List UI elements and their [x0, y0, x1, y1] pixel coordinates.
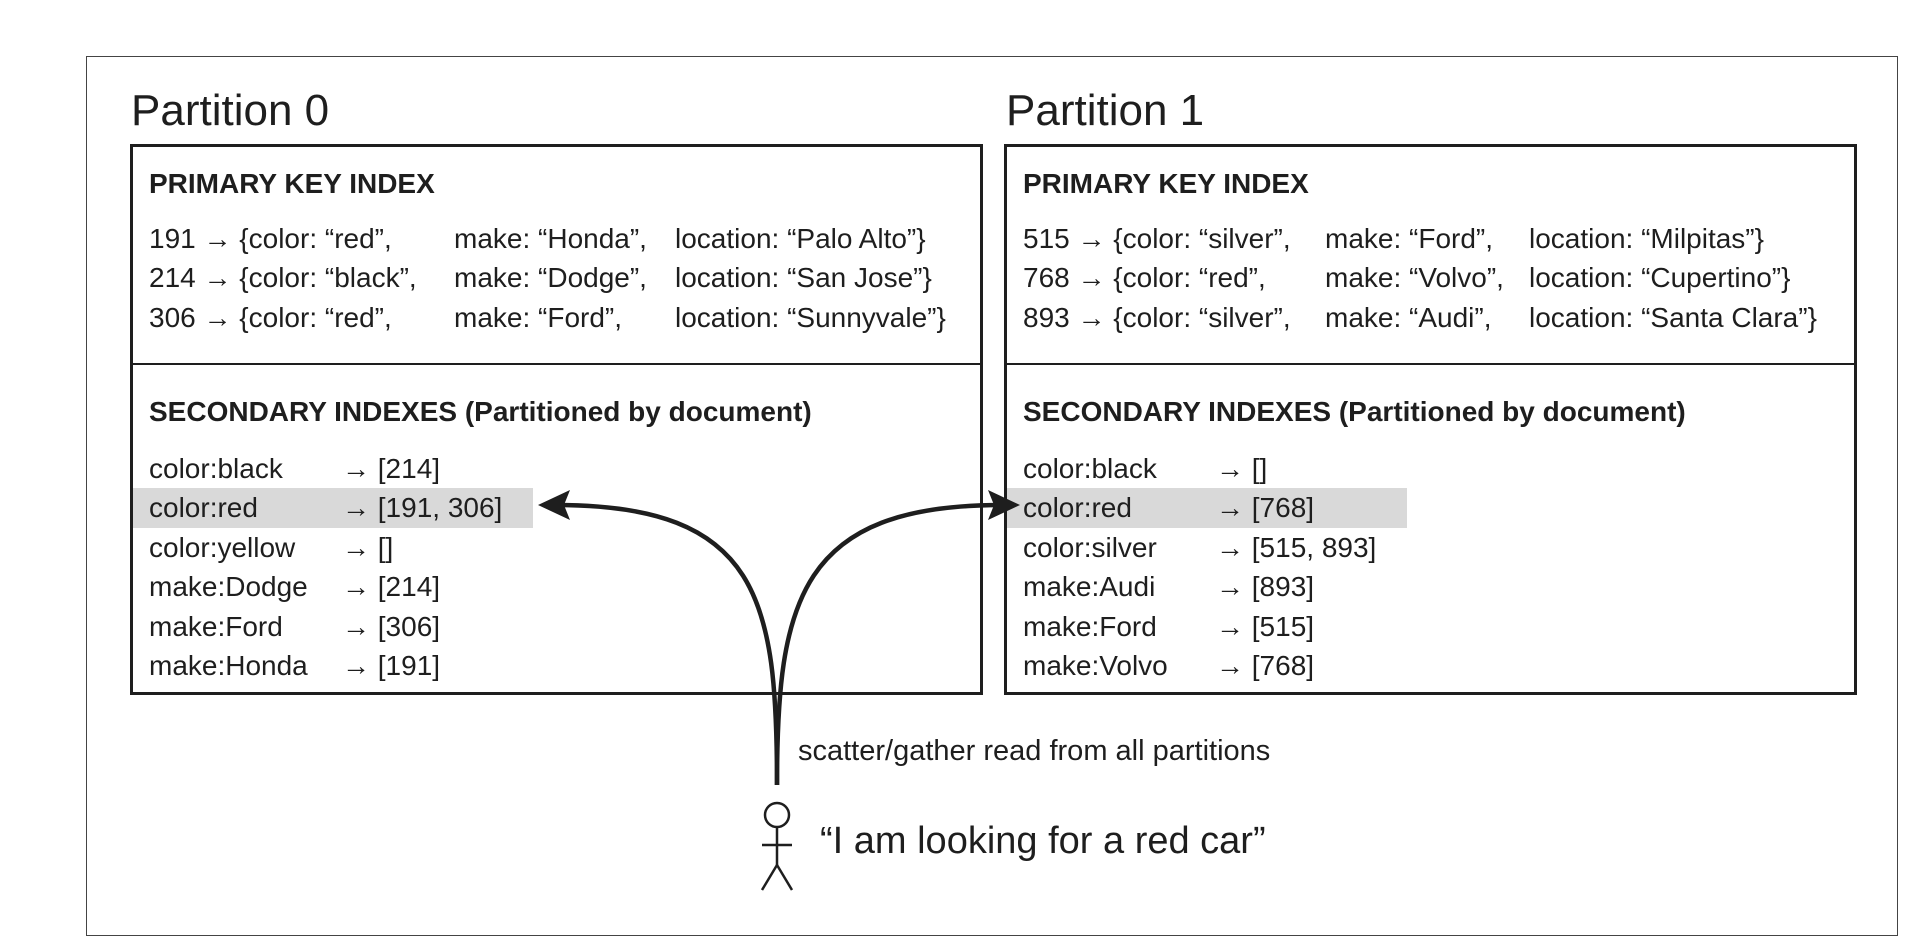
secondary-index-row: color:silver → [515, 893] [1007, 528, 1854, 567]
index-document-ids: → [515, 893] [1216, 531, 1377, 563]
index-document-ids: → [893] [1216, 571, 1315, 603]
primary-key-entry: 214 → {color: “black”, [149, 262, 417, 294]
secondary-index-list: color:black → [214] color:red → [191, 30… [133, 449, 980, 685]
primary-key-entry: 893 → {color: “silver”, [1023, 301, 1291, 333]
partition-1-box: PRIMARY KEY INDEX 515 → {color: “silver”… [1004, 144, 1857, 695]
location-value: location: “San Jose”} [675, 262, 932, 294]
partition-0-box: PRIMARY KEY INDEX 191 → {color: “red”, m… [130, 144, 983, 695]
index-document-ids: → [768] [1216, 492, 1315, 524]
make-value: make: “Honda”, [454, 223, 647, 254]
index-document-ids: → [] [1216, 453, 1268, 484]
primary-key-entry: 306 → {color: “red”, [149, 301, 392, 333]
secondary-index-row: color:yellow → [] [133, 528, 980, 567]
secondary-index-row: make:Ford → [515] [1007, 607, 1854, 646]
secondary-index-row: make:Honda → [191] [133, 646, 980, 685]
make-value: make: “Volvo”, [1325, 262, 1504, 294]
index-term: make:Volvo [1023, 649, 1168, 681]
secondary-index-row: make:Dodge → [214] [133, 567, 980, 606]
secondary-index-row-highlighted: color:red → [191, 306] [133, 488, 980, 529]
secondary-indexes-heading: SECONDARY INDEXES (Partitioned by docume… [149, 396, 812, 427]
make-value: make: “Ford”, [1325, 223, 1494, 254]
secondary-index-row-highlighted: color:red → [768] [1007, 488, 1854, 529]
secondary-index-list: color:black → [] color:red → [768] color… [1007, 449, 1854, 685]
index-term: color:red [149, 492, 258, 524]
index-term: make:Ford [149, 610, 283, 642]
index-document-ids: → [191, 306] [342, 492, 503, 524]
index-term: make:Audi [1023, 571, 1156, 603]
index-term: color:black [1023, 453, 1157, 484]
secondary-index-row: color:black → [214] [133, 449, 980, 488]
make-value: make: “Dodge”, [454, 262, 647, 294]
index-term: make:Dodge [149, 571, 308, 603]
section-divider [1007, 363, 1854, 365]
primary-key-index-heading: PRIMARY KEY INDEX [1023, 168, 1309, 199]
make-value: make: “Audi”, [1325, 301, 1492, 333]
secondary-indexes-heading: SECONDARY INDEXES (Partitioned by docume… [1023, 396, 1686, 427]
index-document-ids: → [214] [342, 453, 441, 484]
primary-key-entry: 768 → {color: “red”, [1023, 262, 1266, 294]
primary-key-index-heading: PRIMARY KEY INDEX [149, 168, 435, 199]
location-value: location: “Milpitas”} [1529, 223, 1764, 254]
index-document-ids: → [214] [342, 571, 441, 603]
index-document-ids: → [] [342, 531, 394, 563]
secondary-index-row: color:black → [] [1007, 449, 1854, 488]
secondary-index-row: make:Ford → [306] [133, 607, 980, 646]
primary-key-entry: 515 → {color: “silver”, [1023, 223, 1291, 254]
location-value: location: “Cupertino”} [1529, 262, 1791, 294]
index-term: make:Honda [149, 649, 308, 681]
location-value: location: “Palo Alto”} [675, 223, 926, 254]
location-value: location: “Sunnyvale”} [675, 301, 946, 333]
partition-1-title: Partition 1 [1006, 86, 1205, 135]
index-term: make:Ford [1023, 610, 1157, 642]
index-document-ids: → [515] [1216, 610, 1315, 642]
primary-key-entry: 191 → {color: “red”, [149, 223, 392, 254]
index-term: color:yellow [149, 531, 296, 563]
index-term: color:silver [1023, 531, 1157, 563]
secondary-index-row: make:Audi → [893] [1007, 567, 1854, 606]
section-divider [133, 363, 980, 365]
index-term: color:red [1023, 492, 1132, 524]
location-value: location: “Santa Clara”} [1529, 301, 1817, 333]
index-document-ids: → [306] [342, 610, 441, 642]
client-query-quote: “I am looking for a red car” [820, 820, 1266, 862]
index-document-ids: → [768] [1216, 649, 1315, 681]
index-document-ids: → [191] [342, 649, 441, 681]
index-term: color:black [149, 453, 283, 484]
make-value: make: “Ford”, [454, 301, 623, 333]
scatter-gather-caption: scatter/gather read from all partitions [798, 735, 1271, 767]
secondary-index-row: make:Volvo → [768] [1007, 646, 1854, 685]
partition-0-title: Partition 0 [131, 86, 330, 135]
